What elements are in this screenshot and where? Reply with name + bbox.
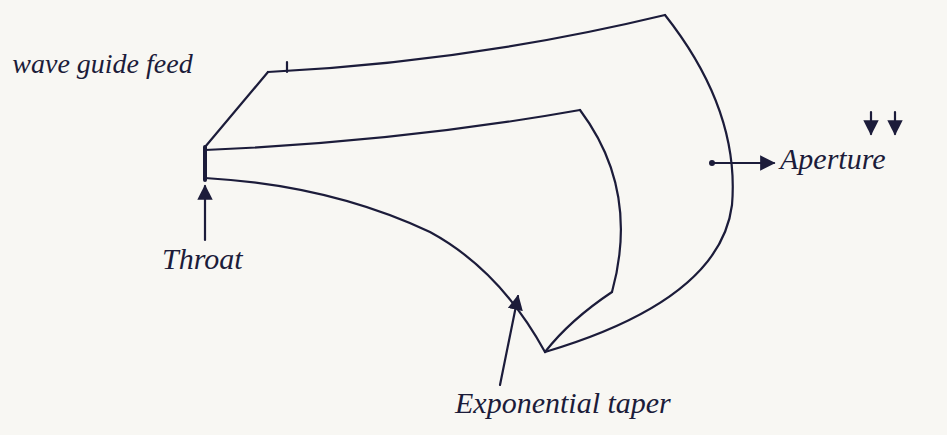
horn-edge <box>268 15 665 72</box>
exponential-taper <box>205 178 545 352</box>
leader-arrow <box>500 296 518 385</box>
horn-edge <box>205 110 580 150</box>
part-label: Throat <box>162 242 302 277</box>
leader-arrow <box>204 186 206 240</box>
horn-edge <box>545 292 612 352</box>
part-label: wave guide feed <box>10 48 195 80</box>
throat-edge <box>203 147 207 180</box>
part-label: Aperture <box>780 142 940 177</box>
horn-edge <box>580 110 621 292</box>
down-arrow <box>894 112 896 134</box>
horn-edge <box>205 72 268 147</box>
leader-arrow <box>712 162 774 164</box>
aperture-rim <box>545 15 733 352</box>
tick-mark <box>286 62 288 72</box>
part-label: Exponential taper <box>455 386 815 421</box>
down-arrow <box>870 112 872 134</box>
dot <box>709 160 715 166</box>
